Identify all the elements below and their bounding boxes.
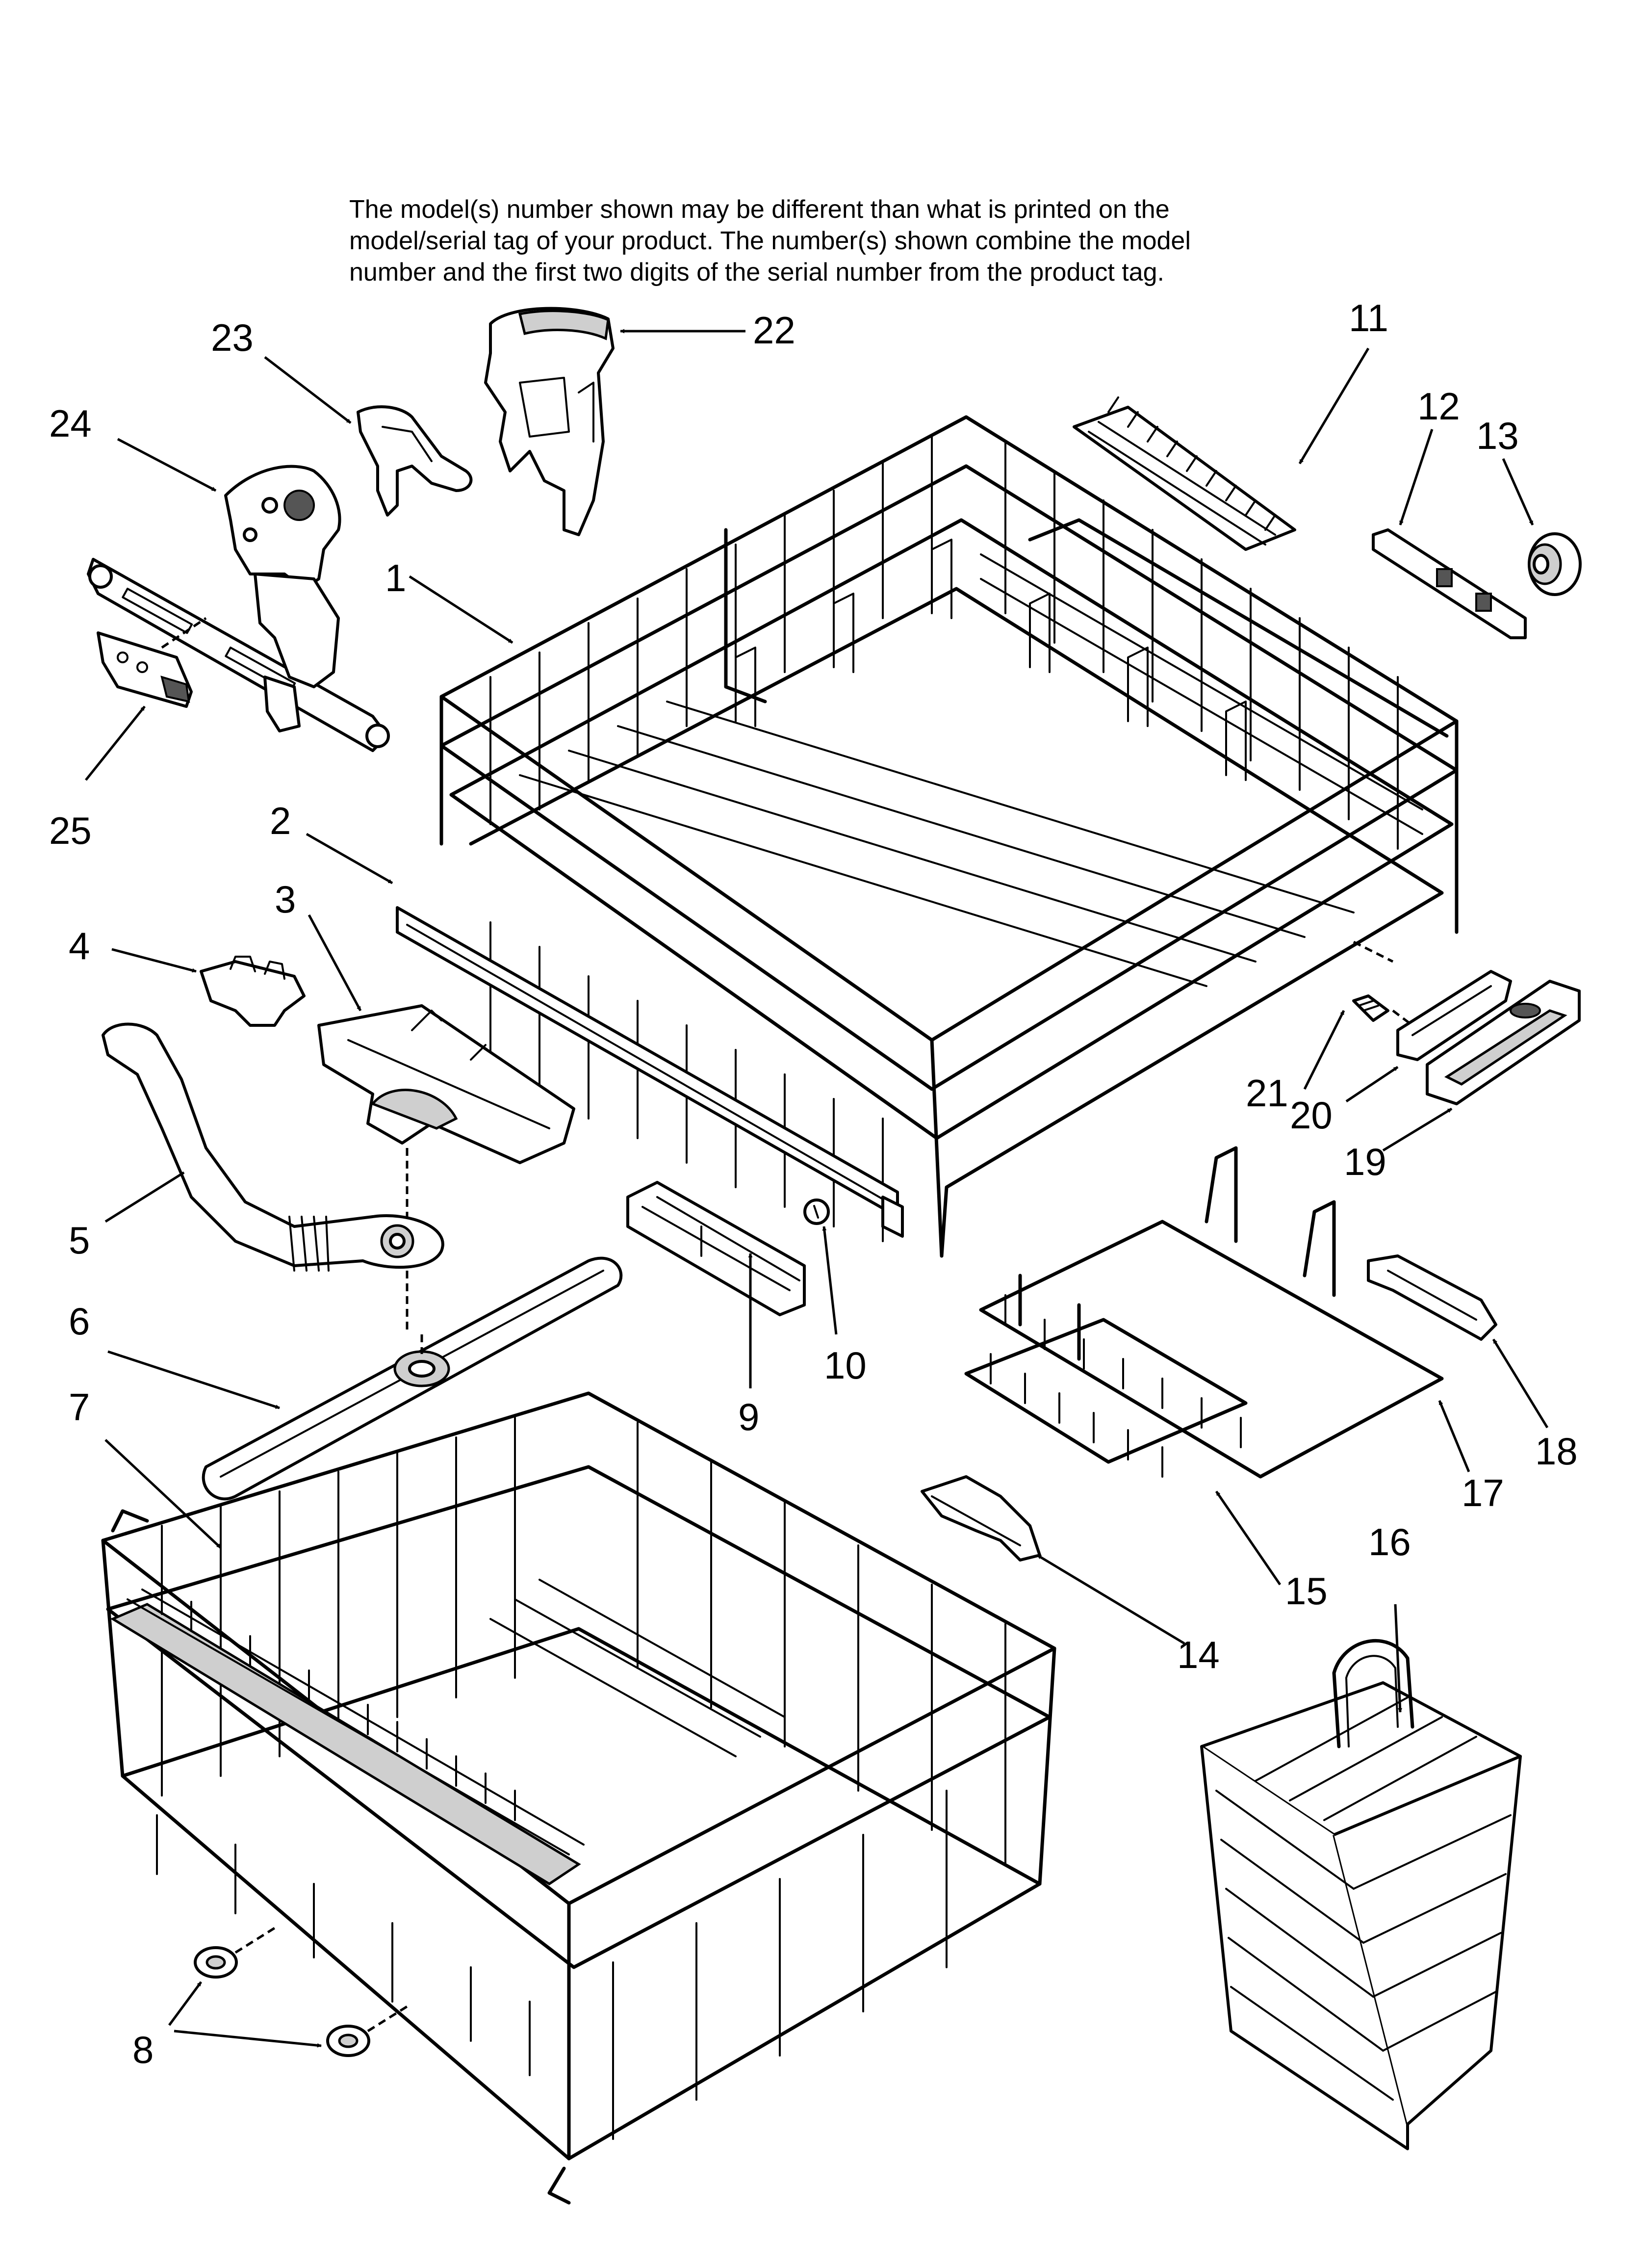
part-7-lower-dishrack [101,1391,1056,2205]
part-25-adjuster-rail-assembly [87,558,390,752]
part-15-tine-rack [964,1274,1248,1478]
part-2-rack-rail [396,906,904,1238]
notice-line-2: model/serial tag of your product. The nu… [349,227,1191,255]
callout-10: 10 [824,1344,867,1387]
callout-23: 23 [211,316,254,359]
part-5-feed-tube [102,1022,444,1334]
callout-11: 11 [1349,296,1388,339]
callout-25: 25 [49,809,92,852]
notice-line-3: number and the first two digits of the s… [349,258,1164,287]
leader-lines [85,329,1549,2048]
part-20-handle-insert [1396,970,1512,1061]
part-10-nozzle [803,1199,830,1225]
callout-18: 18 [1535,1430,1578,1473]
callout-8: 8 [132,2028,154,2071]
callout-9: 9 [738,1395,759,1438]
part-14-clip [921,1475,1041,1562]
callout-6: 6 [69,1300,90,1343]
part-21-screw [1352,940,1413,1026]
callout-3: 3 [275,878,296,921]
part-6-spray-arm [202,1256,623,1501]
part-13-knob [1528,532,1582,596]
part-16-silverware-basket [1200,1639,1522,2150]
part-18-clip [1367,1254,1497,1341]
callout-5: 5 [69,1219,90,1262]
part-24-adjuster-bracket [224,465,341,590]
callout-14: 14 [1177,1633,1220,1676]
part-4-clip [200,956,306,1027]
callout-17: 17 [1462,1471,1504,1514]
callout-7: 7 [69,1385,90,1429]
part-12-trim-strip [1372,528,1527,639]
callout-22: 22 [753,309,795,352]
callout-2: 2 [270,799,291,842]
callout-24: 24 [49,402,92,445]
callout-4: 4 [69,924,90,967]
part-11-tine-row [1073,396,1296,551]
part-23-latch [357,405,473,517]
part-3-spray-manifold [317,1004,575,1164]
callout-13: 13 [1476,414,1519,457]
callout-1: 1 [385,556,406,600]
part-17-tine-rack [979,1146,1444,1479]
callout-12: 12 [1417,385,1460,428]
part-22-rail-end-cap [484,307,615,536]
callout-numbers: 1 2 3 4 5 6 7 8 9 10 11 12 13 14 15 16 1… [49,296,1578,2071]
notice-line-1: The model(s) number shown may be differe… [349,195,1170,224]
part-9-housing [626,1181,806,1316]
callout-15: 15 [1285,1569,1328,1613]
part-19-handle [1426,980,1581,1105]
model-number-notice: The model(s) number shown may be differe… [349,194,1330,288]
callout-21: 21 [1246,1071,1288,1115]
callout-19: 19 [1344,1140,1386,1183]
callout-20: 20 [1290,1094,1333,1137]
part-8-wheels [194,1927,408,2057]
callout-16: 16 [1368,1520,1411,1564]
